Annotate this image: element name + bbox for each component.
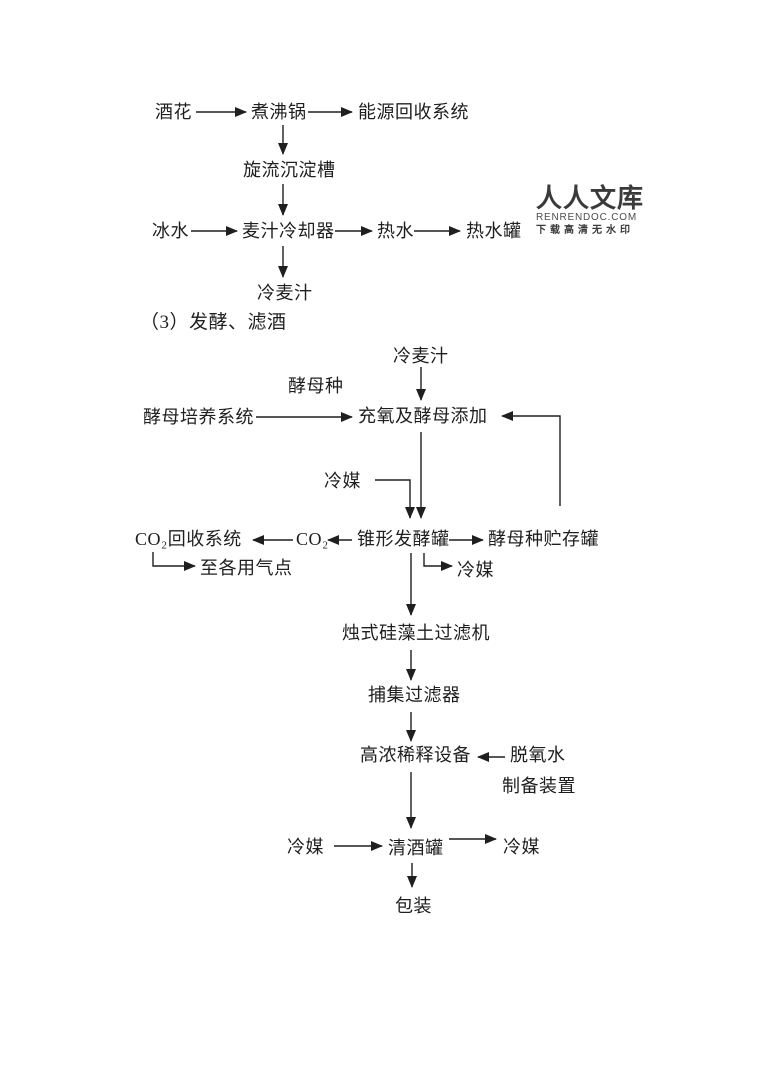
node-hops: 酒花 [155,102,192,122]
section-heading: （3）发酵、滤酒 [140,312,287,333]
node-candle-diatomite-filter: 烛式硅藻土过滤机 [342,623,490,643]
node-coolant-3: 冷媒 [287,837,324,857]
arrow-fermenter-to-coolant2 [423,553,453,571]
node-oxygenation-yeast-addition: 充氧及酵母添加 [358,406,488,426]
node-energy-recovery-system: 能源回收系统 [358,102,469,122]
node-ice-water: 冰水 [152,221,189,241]
node-co2-recovery-system: CO₂回收系统 [135,529,242,549]
node-co2: CO₂ [296,529,329,549]
node-boil-kettle: 煮沸锅 [251,102,307,122]
node-coolant-1: 冷媒 [324,471,361,491]
node-deoxygenated-water: 脱氧水 [510,745,566,765]
arrow-recovery-to-gas-points [152,552,196,571]
node-yeast-seed: 酵母种 [288,376,344,396]
node-conical-fermenter: 锥形发酵罐 [357,529,450,549]
node-to-gas-points: 至各用气点 [200,558,293,578]
node-cold-wort-1: 冷麦汁 [257,283,313,303]
node-whirlpool-tank: 旋流沉淀槽 [243,160,336,180]
node-coolant-4: 冷媒 [503,837,540,857]
arrow-coolant1-to-fermenter [375,479,415,519]
node-cold-wort-2: 冷麦汁 [393,346,449,366]
watermark-tagline: 下载高清无水印 [536,225,634,236]
node-dilution-equipment: 高浓稀释设备 [360,745,471,765]
node-packaging: 包装 [395,896,432,916]
node-wort-cooler: 麦汁冷却器 [242,221,335,241]
node-coolant-2: 冷媒 [457,560,494,580]
watermark-title: 人人文库 [536,183,645,213]
watermark-domain: RENRENDOC.COM [536,212,637,223]
node-hot-water-tank: 热水罐 [466,221,522,241]
node-bright-beer-tank: 清酒罐 [388,838,444,858]
node-trap-filter: 捕集过滤器 [368,685,461,705]
node-yeast-culture-system: 酵母培养系统 [143,407,254,427]
watermark: 人人文库 RENRENDOC.COM 下载高清无水印 [536,184,666,237]
arrow-yeast-storage-feedback-to-oxygenation [501,411,561,506]
node-hot-water: 热水 [377,221,414,241]
node-yeast-storage-tank: 酵母种贮存罐 [488,529,599,549]
node-preparation-device: 制备装置 [502,776,576,796]
